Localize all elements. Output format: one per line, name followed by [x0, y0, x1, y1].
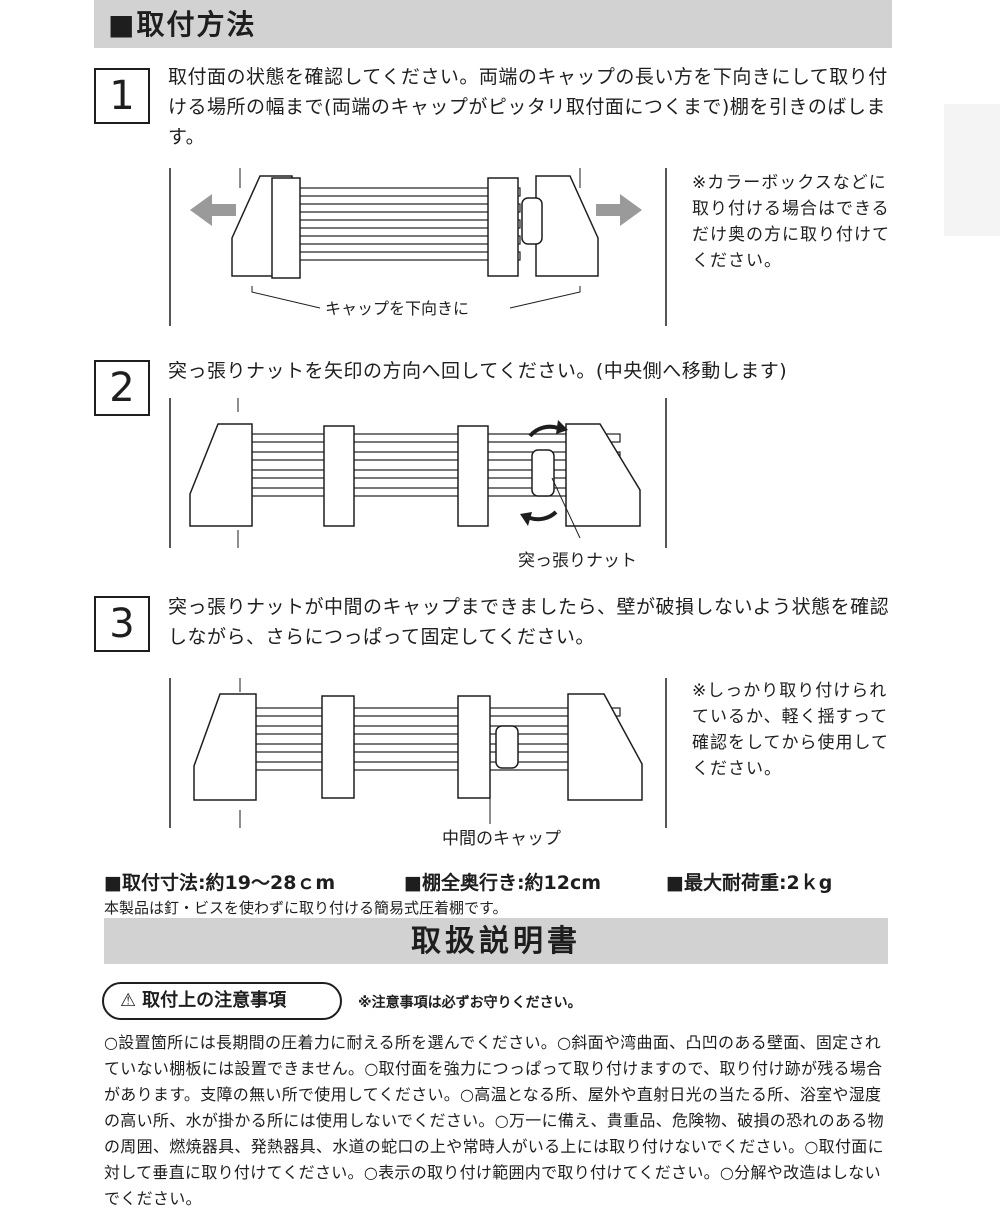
callout-middle-cap: 中間のキャップ — [442, 829, 561, 849]
step-1-note: ※カラーボックスなどに取り付ける場合はできるだけ奥の方に取り付けてください。 — [692, 173, 890, 271]
caution-note: ※注意事項は必ずお守りください。 — [358, 995, 582, 1011]
step-2-number: 2 — [94, 360, 150, 416]
step-3-text: 突っ張りナットが中間のキャップまできましたら、壁が破損しないよう状態を確認しなが… — [168, 596, 890, 648]
manual-title: 取扱説明書 — [104, 918, 888, 964]
step-2-diagram: 突っ張りナット — [169, 398, 667, 568]
spec-load: ■最大耐荷重:2ｋg — [666, 872, 833, 894]
callout-tension-nut: 突っ張りナット — [518, 551, 637, 568]
rotate-arrow-icon — [556, 420, 568, 434]
step-3-number: 3 — [94, 596, 150, 652]
step-1-number: 1 — [94, 68, 150, 124]
caution-label: 取付上の注意事項 — [142, 990, 287, 1011]
section-header-installation: ■取付方法 — [94, 0, 892, 48]
step-3-note: ※しっかり取り付けられているか、軽く揺すって確認をしてから使用してください。 — [692, 681, 889, 779]
side-tab — [944, 104, 1000, 236]
step-3-diagram: 中間のキャップ — [169, 678, 667, 849]
spec-size: ■取付寸法:約19〜28ｃm — [104, 872, 336, 894]
step-2-text: 突っ張りナットを矢印の方向へ回してください。(中央側へ移動します) — [168, 360, 788, 382]
spec-depth: ■棚全奥行き:約12cm — [404, 872, 602, 894]
product-note: 本製品は釘・ビスを使わずに取り付ける簡易式圧着棚です。 — [104, 899, 508, 917]
step-1-diagram: キャップを下向きに — [169, 168, 667, 326]
callout-cap-down: キャップを下向きに — [325, 299, 469, 318]
warning-icon: ⚠ — [120, 990, 137, 1011]
left-arrow-icon — [190, 194, 236, 226]
step-1-text: 取付面の状態を確認してください。両端のキャップの長い方を下向きにして取り付ける場… — [168, 66, 888, 148]
caution-body: ○設置箇所には長期間の圧着力に耐える所を選んでください。○斜面や湾曲面、凸凹のあ… — [104, 1033, 884, 1208]
caution-label-pill: ⚠取付上の注意事項 — [102, 982, 342, 1020]
right-arrow-icon — [596, 194, 642, 226]
